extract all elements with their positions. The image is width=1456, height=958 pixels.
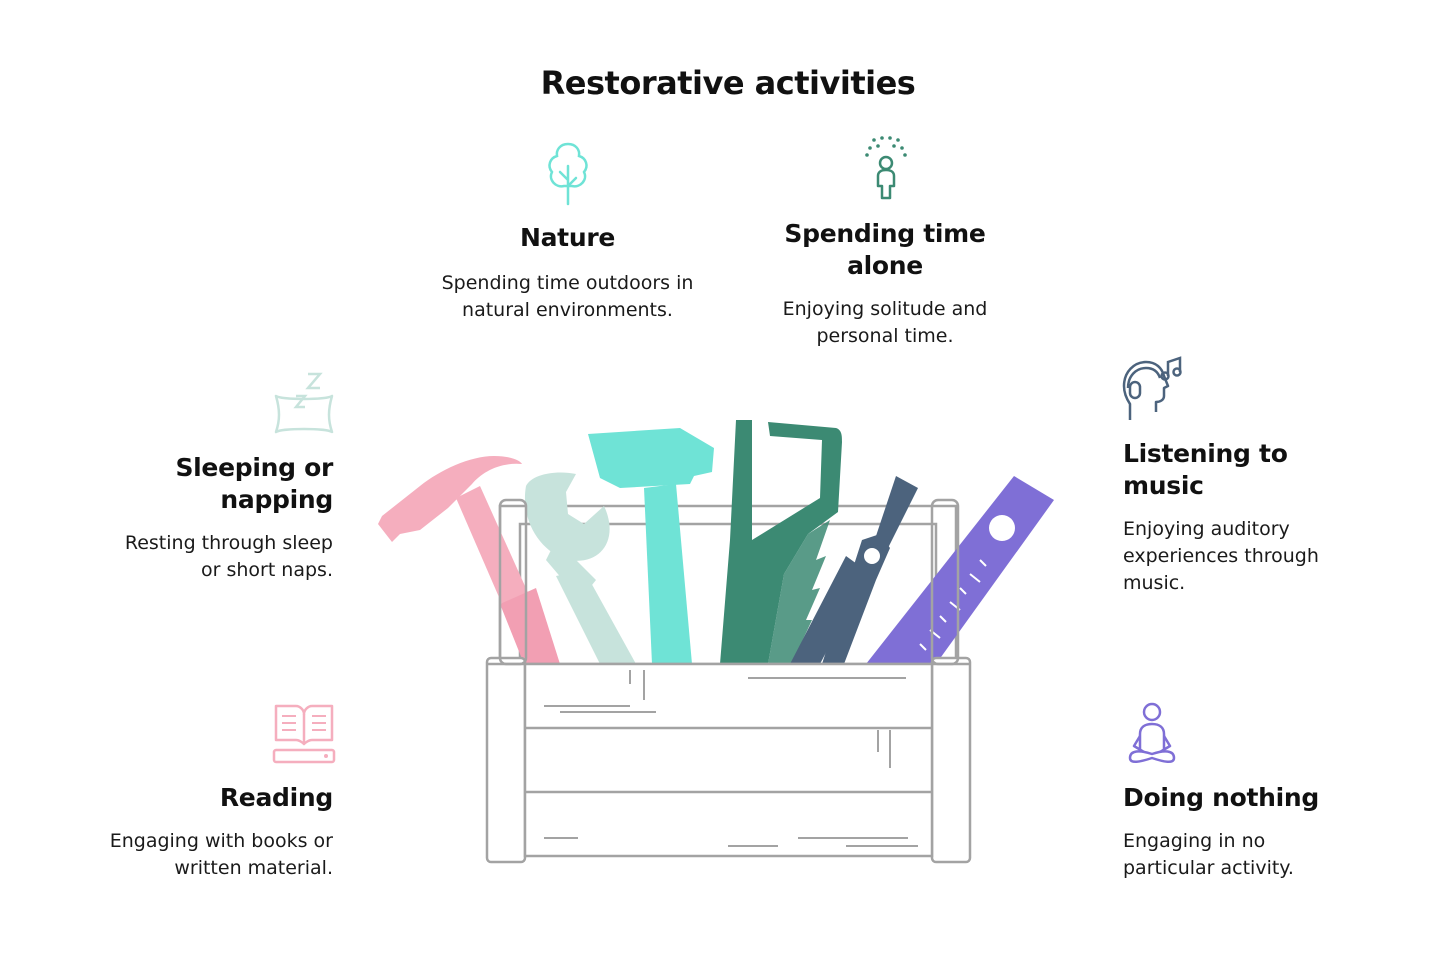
- activity-description: Spending time outdoors in natural enviro…: [441, 272, 694, 321]
- headphones-music-icon: [1120, 354, 1186, 428]
- saw-icon: [720, 420, 842, 664]
- activity-description: Resting through sleep or short naps.: [124, 532, 333, 581]
- activity-description: Enjoying solitude and personal time.: [782, 298, 988, 347]
- activity-heading: Listening to music: [1123, 439, 1288, 500]
- activity-nothing: Doing nothing Engaging in no particular …: [1123, 782, 1353, 882]
- activity-nature: Nature Spending time outdoors in natural…: [440, 222, 695, 324]
- person-alone-icon: [858, 134, 914, 208]
- activity-description: Engaging with books or written material.: [109, 830, 333, 879]
- activity-description: Enjoying auditory experiences through mu…: [1123, 518, 1319, 594]
- meditation-icon: [1124, 700, 1180, 772]
- activity-heading: Sleeping or napping: [175, 453, 333, 514]
- activity-alone: Spending time alone Enjoying solitude an…: [760, 218, 1010, 350]
- mallet-icon: [588, 428, 714, 664]
- activity-heading: Spending time alone: [784, 219, 986, 280]
- activity-description: Engaging in no particular activity.: [1123, 830, 1294, 879]
- hammer-icon: [378, 456, 560, 664]
- activity-heading: Reading: [219, 783, 333, 812]
- activity-sleeping: Sleeping or napping Resting through slee…: [100, 452, 333, 584]
- diagram-title: Restorative activities: [540, 64, 916, 102]
- activity-heading: Doing nothing: [1123, 783, 1319, 812]
- activity-heading: Nature: [519, 223, 616, 252]
- open-book-icon: [270, 700, 338, 772]
- pliers-icon: [790, 476, 918, 664]
- wrench-icon: [524, 472, 636, 664]
- tree-icon: [540, 140, 596, 212]
- level-ruler-icon: [866, 476, 1054, 664]
- toolbox-front: [485, 656, 972, 864]
- activity-reading: Reading Engaging with books or written m…: [100, 782, 334, 882]
- activity-music: Listening to music Enjoying auditory exp…: [1123, 438, 1353, 597]
- pillow-sleep-icon: [268, 370, 340, 442]
